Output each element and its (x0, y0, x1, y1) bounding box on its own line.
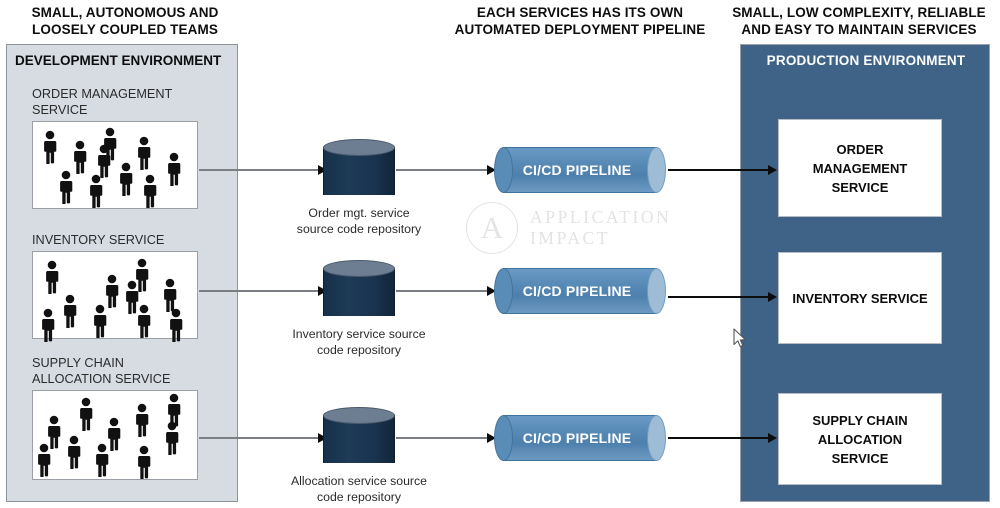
person-icon (74, 140, 87, 174)
person-icon (108, 417, 121, 451)
person-icon (138, 136, 151, 170)
pipeline-end-cap (647, 147, 666, 193)
repository-label-inventory: Inventory service source code repository (292, 327, 426, 357)
repository-allocation[interactable]: Allocation service source code repositor… (291, 407, 427, 504)
person-icon (138, 445, 151, 479)
person-icon (60, 170, 73, 204)
person-icon (48, 415, 61, 449)
person-icon (94, 304, 107, 338)
team-inventory[interactable]: INVENTORY SERVICE (32, 232, 198, 342)
person-icon (136, 258, 149, 292)
person-icon (80, 397, 93, 431)
person-icon (138, 304, 151, 338)
person-icon (168, 393, 181, 427)
repository-label-order-management: Order mgt. service source code repositor… (296, 206, 422, 236)
heading-production-services: SMALL, LOW COMPLEXITY, RELIABLE AND EASY… (732, 5, 986, 37)
cicd-pipeline-label: CI/CD PIPELINE (522, 162, 632, 178)
team-label-supply-chain-allocation: SUPPLY CHAIN ALLOCATION SERVICE (32, 356, 171, 386)
watermark-text: APPLICATION IMPACT (530, 207, 672, 248)
repository-cylinder-icon (323, 260, 395, 322)
production-service-inventory[interactable]: INVENTORY SERVICE (778, 252, 942, 344)
person-icon (38, 443, 51, 477)
person-icon (64, 294, 77, 328)
person-icon (90, 174, 103, 208)
cicd-pipeline-inventory[interactable]: CI/CD PIPELINE (494, 268, 666, 314)
team-supply-chain-allocation[interactable]: SUPPLY CHAIN ALLOCATION SERVICE (32, 355, 198, 480)
person-icon (106, 274, 119, 308)
watermark-application-impact: A APPLICATION IMPACT (466, 202, 671, 254)
pipeline-end-cap (647, 415, 666, 461)
production-service-order-management[interactable]: ORDER MANAGEMENT SERVICE (778, 119, 942, 217)
person-icon (96, 443, 109, 477)
watermark-logo-glyph: A (480, 210, 504, 245)
repository-cylinder-icon (323, 139, 395, 201)
person-icon (126, 280, 139, 314)
development-environment-title: DEVELOPMENT ENVIRONMENT (15, 53, 222, 68)
person-icon (68, 435, 81, 469)
person-icon (170, 308, 183, 342)
person-icon (98, 144, 111, 178)
heading-development-teams: SMALL, AUTONOMOUS AND LOOSELY COUPLED TE… (31, 5, 219, 37)
watermark-logo-icon: A (466, 202, 518, 254)
person-icon (46, 260, 59, 294)
cicd-pipeline-order-management[interactable]: CI/CD PIPELINE (494, 147, 666, 193)
repository-label-allocation: Allocation service source code repositor… (290, 474, 427, 504)
cicd-pipeline-allocation[interactable]: CI/CD PIPELINE (494, 415, 666, 461)
person-icon (42, 308, 55, 342)
production-service-supply-chain-allocation[interactable]: SUPPLY CHAIN ALLOCATION SERVICE (778, 393, 942, 485)
cicd-pipeline-label: CI/CD PIPELINE (522, 283, 632, 299)
mouse-cursor-icon (733, 328, 746, 348)
pipeline-end-cap (647, 268, 666, 314)
production-environment-title: PRODUCTION ENVIRONMENT (766, 53, 966, 68)
team-members-box-order-management (32, 121, 198, 209)
repository-order-management[interactable]: Order mgt. service source code repositor… (297, 139, 421, 236)
team-label-inventory: INVENTORY SERVICE (32, 233, 165, 247)
person-icon (144, 174, 157, 208)
repository-inventory[interactable]: Inventory service source code repository (292, 260, 426, 357)
person-icon (120, 162, 133, 196)
person-icon (136, 403, 149, 437)
repository-cylinder-icon (323, 407, 395, 469)
team-members-box-inventory (32, 251, 198, 342)
team-members-box-supply-chain-allocation (32, 390, 198, 480)
person-icon (168, 152, 181, 186)
person-icon (44, 130, 57, 164)
team-order-management[interactable]: ORDER MANAGEMENT SERVICE (32, 86, 198, 209)
person-icon (164, 278, 177, 312)
cicd-pipeline-label: CI/CD PIPELINE (522, 430, 632, 446)
heading-deployment-pipeline: EACH SERVICES HAS ITS OWN AUTOMATED DEPL… (454, 5, 706, 37)
team-label-order-management: ORDER MANAGEMENT SERVICE (32, 87, 173, 117)
